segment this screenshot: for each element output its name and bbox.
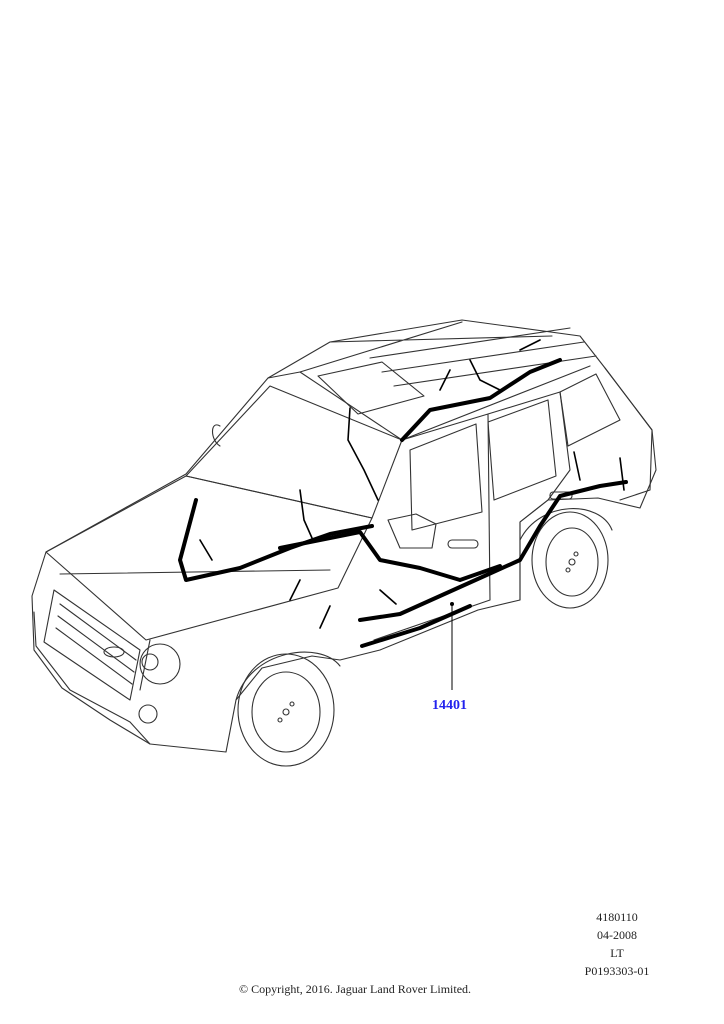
part-callout[interactable]: 14401 bbox=[432, 698, 467, 713]
copyright-notice: © Copyright, 2016. Jaguar Land Rover Lim… bbox=[238, 982, 472, 996]
hood bbox=[45, 475, 373, 641]
badge bbox=[103, 646, 125, 658]
wiring-harness bbox=[178, 358, 628, 648]
doors bbox=[373, 391, 571, 641]
roof-rails bbox=[369, 327, 597, 387]
side-windows bbox=[409, 373, 621, 531]
diagram-code: 4180110 bbox=[596, 910, 638, 924]
front-grille bbox=[43, 589, 141, 701]
rear-wheel bbox=[531, 511, 609, 609]
diagram-region: LT bbox=[610, 946, 624, 960]
windscreen bbox=[185, 385, 403, 519]
mirror bbox=[387, 513, 437, 549]
diagram-date: 04-2008 bbox=[597, 928, 637, 942]
headlamp bbox=[139, 643, 181, 685]
fog-lamp bbox=[138, 704, 158, 724]
diagram-id: P0193303-01 bbox=[584, 964, 650, 978]
sunroof bbox=[317, 361, 425, 415]
